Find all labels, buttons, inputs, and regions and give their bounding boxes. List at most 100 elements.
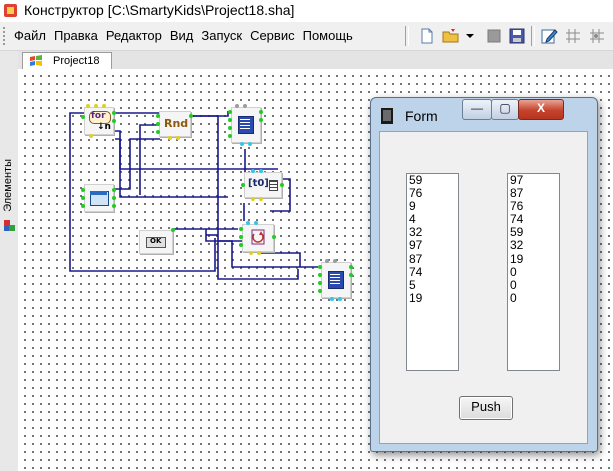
pin[interactable]	[249, 251, 253, 255]
menu-item[interactable]: Правка	[53, 28, 98, 43]
menu-item[interactable]: Сервис	[250, 28, 295, 43]
list-item[interactable]: 0	[510, 264, 517, 279]
pin[interactable]	[228, 134, 232, 138]
list-item[interactable]: 74	[409, 264, 423, 279]
save-icon[interactable]	[508, 27, 526, 45]
list-item[interactable]: 9	[409, 199, 416, 214]
array-component[interactable]	[318, 259, 353, 301]
button-component[interactable]: OK	[139, 228, 175, 254]
maximize-button[interactable]: ▢	[491, 99, 519, 120]
form-element-component[interactable]	[81, 184, 116, 212]
list-item[interactable]: 0	[510, 290, 517, 305]
pin[interactable]	[241, 183, 245, 187]
pin[interactable]	[81, 204, 85, 208]
pin[interactable]	[156, 114, 160, 118]
array-component[interactable]	[228, 104, 263, 146]
menu-item[interactable]: Запуск	[201, 28, 243, 43]
list-item[interactable]: 76	[510, 199, 524, 214]
pin[interactable]	[254, 221, 258, 225]
pin[interactable]	[349, 273, 353, 277]
pin[interactable]	[228, 110, 232, 114]
menu-item[interactable]: Вид	[169, 28, 194, 43]
menu-item[interactable]: Файл	[14, 28, 46, 43]
pin[interactable]	[112, 188, 116, 192]
pin[interactable]	[89, 134, 93, 138]
pin[interactable]	[168, 136, 172, 140]
list-item[interactable]: 74	[510, 212, 524, 227]
pin[interactable]	[272, 235, 276, 239]
elements-dock-label[interactable]: Элементы	[2, 159, 14, 212]
pin[interactable]	[112, 119, 116, 123]
pin[interactable]	[248, 142, 252, 146]
list-item[interactable]: 97	[510, 173, 524, 187]
pin[interactable]	[280, 183, 284, 187]
list-item[interactable]: 76	[409, 186, 423, 201]
snap-grid-icon[interactable]	[588, 27, 606, 45]
pin[interactable]	[318, 289, 322, 293]
pin[interactable]	[251, 169, 255, 173]
pin[interactable]	[81, 115, 85, 119]
new-document-icon[interactable]	[418, 27, 436, 45]
pin[interactable]	[318, 281, 322, 285]
array-index-component[interactable]: [t0]	[241, 169, 284, 201]
list-item[interactable]: 19	[510, 251, 524, 266]
grid-icon[interactable]	[564, 27, 582, 45]
list-item[interactable]: 87	[510, 186, 524, 201]
pin[interactable]	[318, 273, 322, 277]
pin[interactable]	[240, 142, 244, 146]
rnd-component[interactable]: Rnd	[156, 111, 193, 140]
pin[interactable]	[239, 235, 243, 239]
pin[interactable]	[246, 221, 250, 225]
pin[interactable]	[112, 204, 116, 208]
pin[interactable]	[171, 228, 175, 232]
push-button[interactable]: Push	[459, 396, 513, 420]
close-button[interactable]: X	[518, 99, 564, 120]
pin[interactable]	[239, 227, 243, 231]
for-loop-component[interactable]: for ↓n	[81, 104, 116, 138]
pin[interactable]	[112, 196, 116, 200]
pin[interactable]	[239, 243, 243, 247]
pin[interactable]	[251, 197, 255, 201]
tab-project18[interactable]: Project18	[22, 52, 112, 70]
pin[interactable]	[176, 136, 180, 140]
list-item[interactable]: 32	[510, 238, 524, 253]
menu-item[interactable]: Помощь	[302, 28, 353, 43]
pin[interactable]	[259, 197, 263, 201]
pin[interactable]	[318, 265, 322, 269]
sort-component[interactable]	[239, 221, 276, 255]
list-item[interactable]: 19	[409, 290, 423, 305]
pin[interactable]	[81, 188, 85, 192]
pin[interactable]	[228, 126, 232, 130]
pin[interactable]	[259, 169, 263, 173]
list-item[interactable]: 59	[409, 173, 423, 187]
elements-icon[interactable]	[3, 219, 16, 233]
list-item[interactable]: 87	[409, 251, 423, 266]
pin[interactable]	[325, 259, 329, 263]
menu-item[interactable]: Редактор	[105, 28, 162, 43]
open-folder-icon[interactable]	[442, 27, 460, 45]
pin[interactable]	[259, 118, 263, 122]
list-item[interactable]: 4	[409, 212, 416, 227]
pin[interactable]	[228, 118, 232, 122]
pin[interactable]	[333, 259, 337, 263]
list-item[interactable]: 97	[409, 238, 423, 253]
pin[interactable]	[257, 251, 261, 255]
pin[interactable]	[156, 130, 160, 134]
minimize-button[interactable]: —	[462, 99, 492, 120]
pin[interactable]	[349, 265, 353, 269]
stop-icon[interactable]	[485, 27, 503, 45]
pin[interactable]	[81, 196, 85, 200]
pin[interactable]	[189, 114, 193, 118]
edit-icon[interactable]	[540, 27, 558, 45]
pin[interactable]	[156, 122, 160, 126]
pin[interactable]	[112, 111, 116, 115]
list-item[interactable]: 59	[510, 225, 524, 240]
pin[interactable]	[235, 104, 239, 108]
pin[interactable]	[94, 104, 98, 108]
pin[interactable]	[259, 110, 263, 114]
pin[interactable]	[243, 104, 247, 108]
list-item[interactable]: 32	[409, 225, 423, 240]
pin[interactable]	[338, 297, 342, 301]
